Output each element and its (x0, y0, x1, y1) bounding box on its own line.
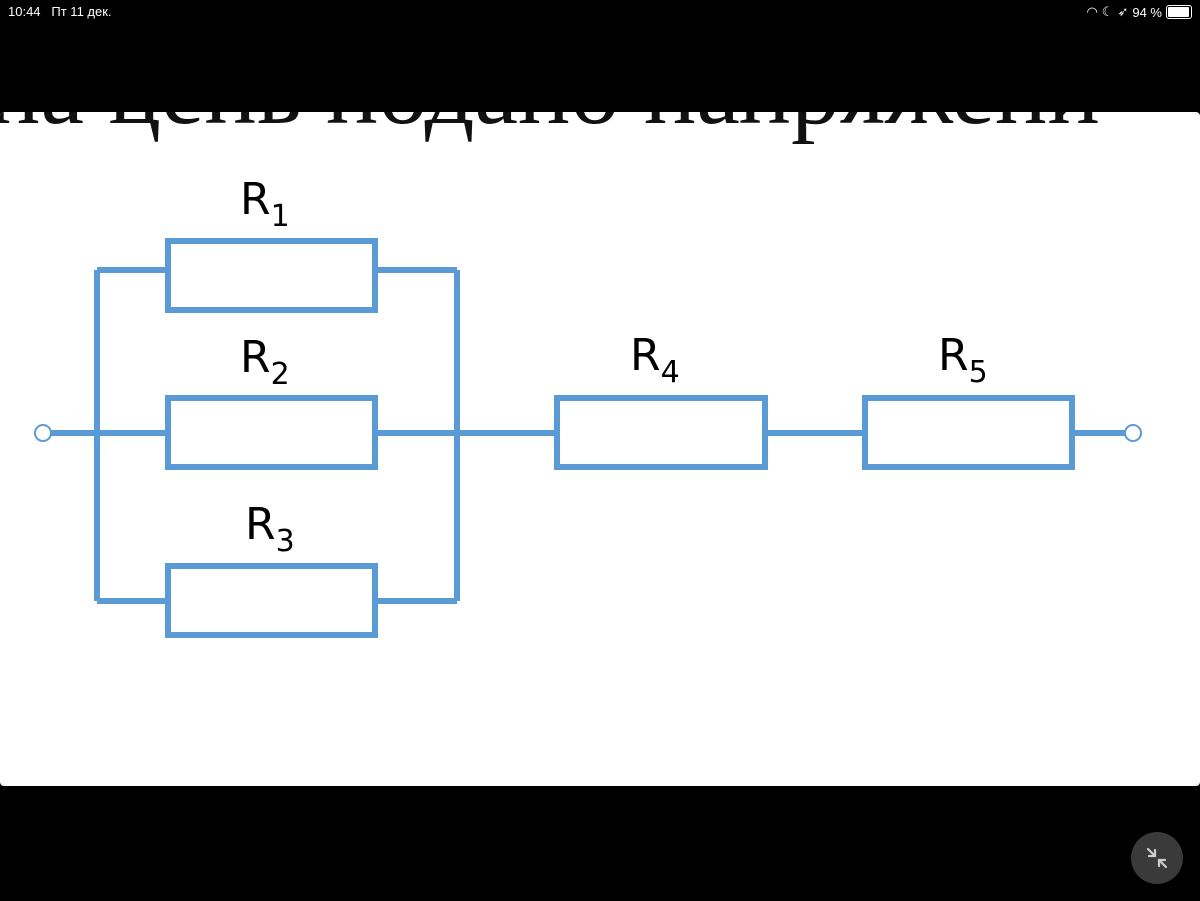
heading-cutoff: на цепь подано напряжени (0, 112, 1100, 140)
status-time: 10:44 (8, 4, 41, 19)
location-icon: ➶ (1117, 4, 1129, 19)
wifi-icon: ◠ (1086, 4, 1098, 19)
resistor-r1 (165, 238, 378, 313)
circuit-diagram: R1 R2 R3 R4 R5 (34, 174, 1142, 638)
arrows-collapse-icon (1146, 847, 1168, 869)
label-r3: R3 (245, 499, 295, 559)
moon-icon: ☾ (1101, 4, 1114, 19)
battery-icon (1166, 5, 1192, 19)
status-bar: 10:44 Пт 11 дек. ◠ ☾ ➶ 94 % (0, 0, 1200, 24)
terminal-left (34, 424, 52, 442)
label-r4: R4 (630, 330, 680, 390)
label-r2: R2 (240, 332, 290, 392)
label-r1: R1 (240, 174, 290, 234)
resistor-r4 (554, 395, 768, 470)
resistor-r2 (165, 395, 378, 470)
resistor-r5 (862, 395, 1075, 470)
terminal-right (1124, 424, 1142, 442)
exit-fullscreen-button[interactable] (1131, 832, 1183, 884)
label-r5: R5 (938, 330, 988, 390)
image-panel: на цепь подано напряжени R1 R2 R3 R4 R (0, 112, 1200, 786)
battery-percent: 94 % (1132, 4, 1162, 20)
status-date: Пт 11 дек. (51, 4, 112, 19)
resistor-r3 (165, 563, 378, 638)
